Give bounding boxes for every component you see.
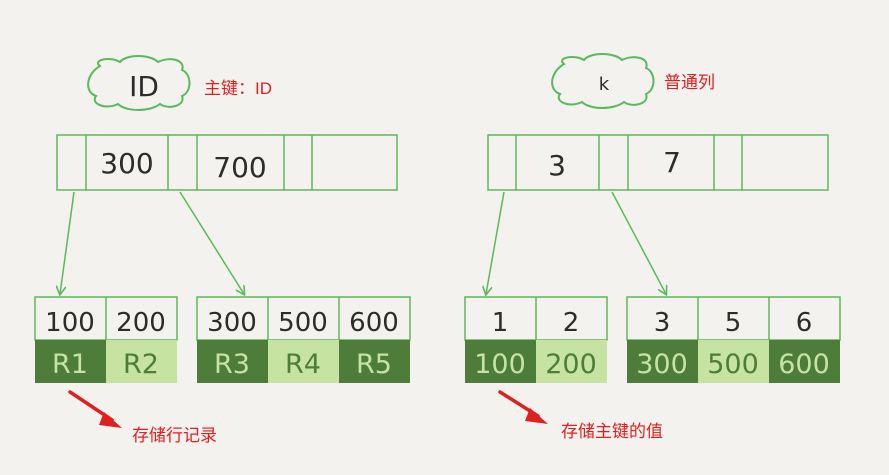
right-leaf2-value-3: 600	[778, 349, 830, 380]
right-leaf-page-2: 3 5 6 300 500 600	[626, 296, 841, 383]
right-leaf2-key-2: 5	[725, 308, 742, 338]
right-tree: k 普通列 3 7 1 2 100 200	[464, 53, 841, 441]
left-leaf2-key-1: 300	[207, 308, 257, 338]
left-leaf-page-2: 300 500 600 R3 R4 R5	[196, 296, 411, 383]
right-caption: 普通列	[664, 73, 715, 92]
left-root-key-2: 700	[213, 151, 266, 184]
left-leaf1-value-1: R1	[52, 349, 88, 380]
left-cloud: ID	[87, 55, 191, 111]
right-pointer-2	[611, 191, 666, 294]
left-leaf2-key-3: 600	[349, 308, 399, 338]
left-root-key-1: 300	[100, 147, 153, 180]
left-leaf2-value-2: R4	[285, 349, 321, 380]
left-pointer-1	[60, 191, 75, 294]
right-leaf1-value-1: 100	[474, 349, 526, 380]
left-cloud-label: ID	[129, 70, 159, 103]
right-red-arrow	[498, 390, 548, 424]
right-root-key-2: 7	[663, 146, 681, 179]
right-pointer-1	[486, 191, 505, 294]
left-leaf2-value-3: R5	[356, 349, 392, 380]
right-root-key-1: 3	[548, 149, 566, 182]
right-leaf2-key-3: 6	[796, 308, 813, 338]
left-pointer-2	[179, 191, 244, 294]
left-caption: 主键：ID	[204, 79, 272, 98]
left-leaf2-key-2: 500	[278, 308, 328, 338]
left-leaf-page-1: 100 200 R1 R2	[34, 296, 178, 383]
right-leaf1-value-2: 200	[545, 349, 597, 380]
left-leaf1-value-2: R2	[123, 349, 159, 380]
right-leaf2-value-1: 300	[636, 349, 688, 380]
left-leaf2-value-1: R3	[214, 349, 250, 380]
right-leaf-page-1: 1 2 100 200	[464, 296, 608, 383]
left-note: 存储行记录	[132, 426, 217, 445]
left-tree: ID 主键：ID 300 700 100 200 R1 R2	[34, 55, 411, 445]
left-leaf1-key-2: 200	[116, 308, 166, 338]
left-red-arrow	[68, 390, 122, 428]
right-root-page: 3 7	[487, 134, 829, 191]
right-leaf2-value-2: 500	[707, 349, 759, 380]
right-note: 存储主键的值	[561, 422, 663, 441]
right-cloud-label: k	[599, 74, 610, 95]
left-leaf1-key-1: 100	[45, 308, 95, 338]
right-leaf1-key-1: 1	[492, 308, 509, 338]
right-cloud: k	[551, 53, 655, 109]
right-leaf1-key-2: 2	[563, 308, 580, 338]
left-root-page: 300 700	[56, 134, 398, 191]
right-leaf2-key-1: 3	[654, 308, 671, 338]
